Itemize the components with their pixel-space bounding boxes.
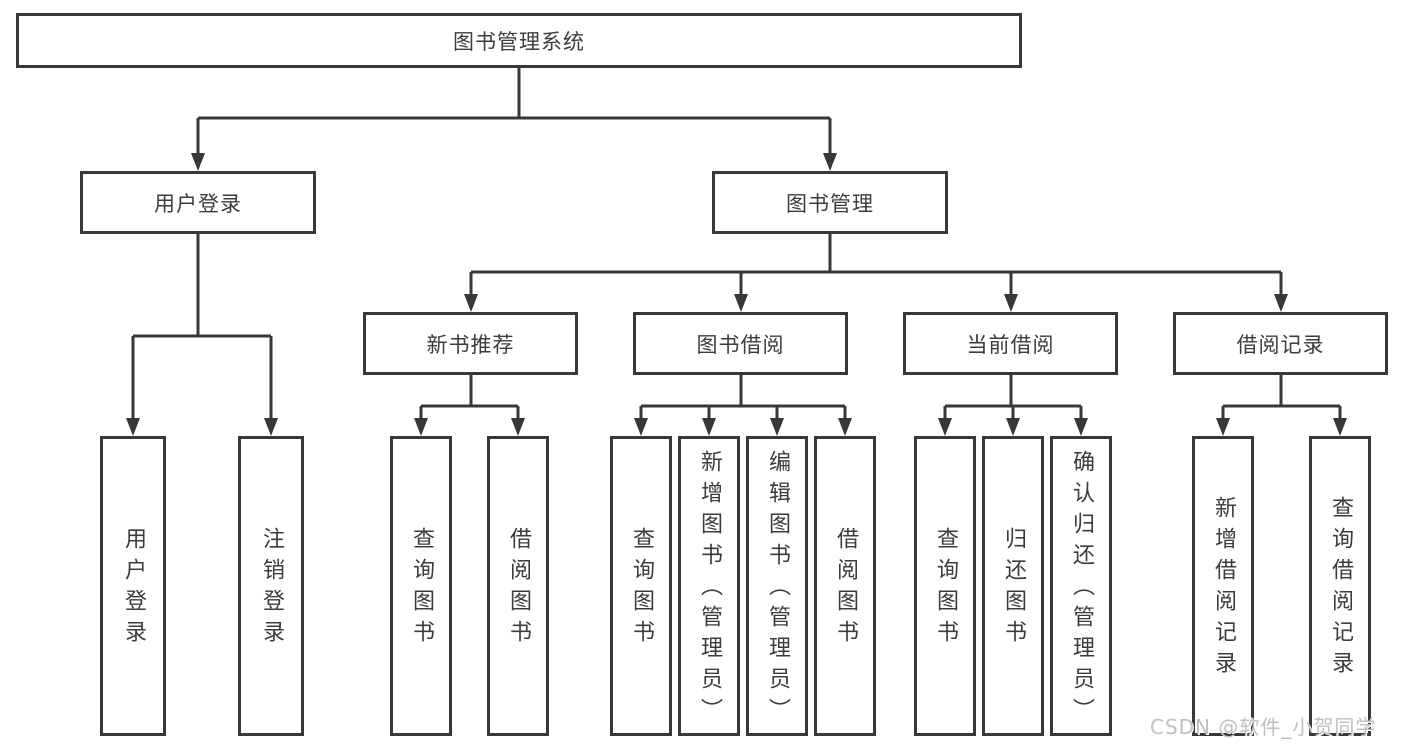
node-library-management-system: 图书管理系统 (16, 13, 1022, 68)
node-new-book-recommend: 新书推荐 (363, 312, 578, 375)
node-borrow-record: 借阅记录 (1173, 312, 1388, 375)
node-book-management: 图书管理 (712, 171, 948, 234)
node-user-login: 用户登录 (80, 171, 316, 234)
node-current-borrow: 当前借阅 (903, 312, 1118, 375)
watermark: CSDN @软件_小贺同学 (1150, 715, 1377, 739)
node-book-borrow: 图书借阅 (633, 312, 848, 375)
leaf-edit-book-admin: 编辑图书（管理员） (746, 436, 808, 736)
leaf-borrow-book: 借阅图书 (487, 436, 549, 736)
leaf-logout: 注销登录 (238, 436, 304, 736)
leaf-add-book-admin: 新增图书（管理员） (678, 436, 740, 736)
leaf-query-book: 查询图书 (390, 436, 452, 736)
leaf-confirm-return-admin: 确认归还（管理员） (1050, 436, 1112, 736)
leaf-add-borrow-record: 新增借阅记录 (1192, 436, 1254, 736)
leaf-borrow-book: 借阅图书 (814, 436, 876, 736)
leaf-query-book: 查询图书 (914, 436, 976, 736)
leaf-user-login: 用户登录 (100, 436, 166, 736)
leaf-query-book: 查询图书 (610, 436, 672, 736)
leaf-query-borrow-record: 查询借阅记录 (1309, 436, 1371, 736)
leaf-return-book: 归还图书 (982, 436, 1044, 736)
